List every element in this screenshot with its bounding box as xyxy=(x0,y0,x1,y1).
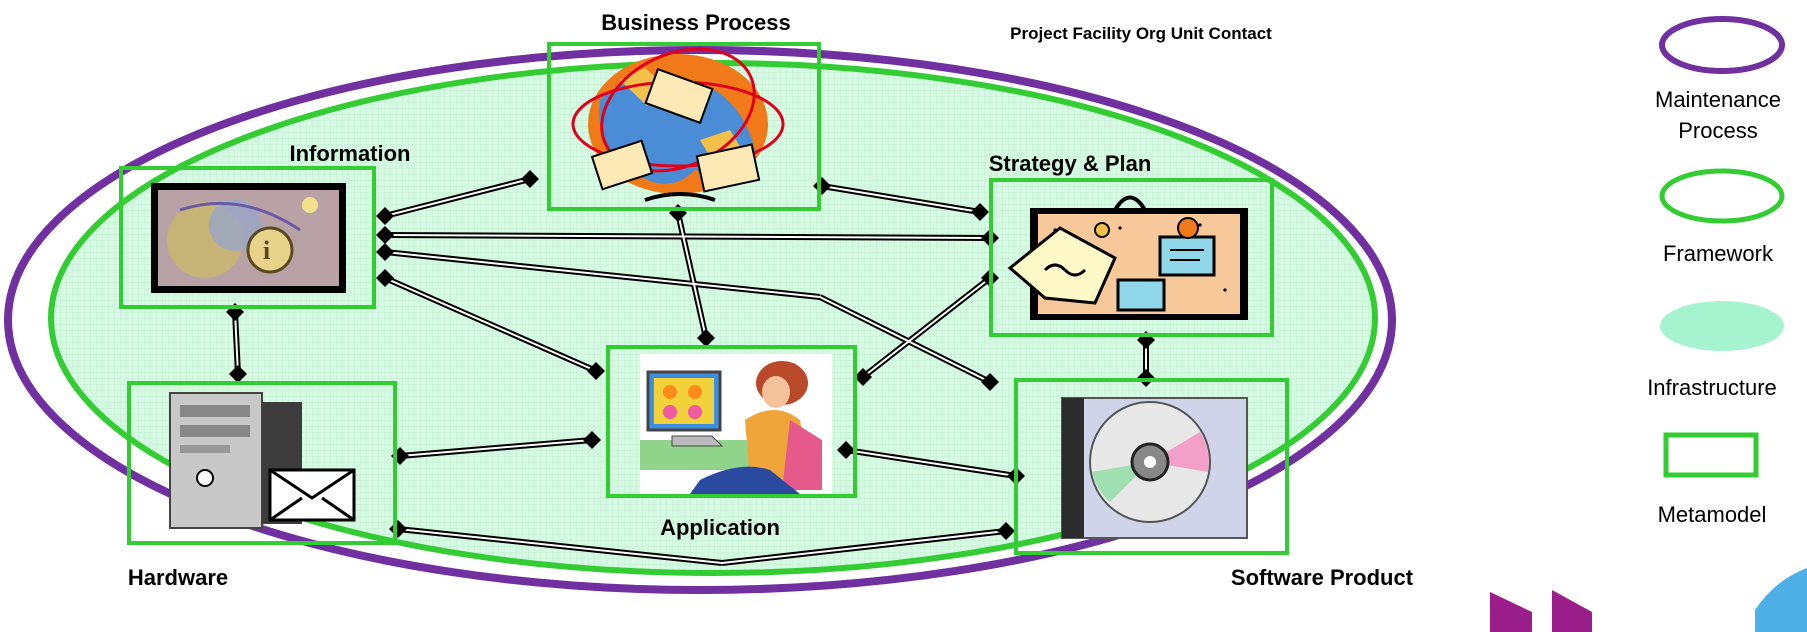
application-label: Application xyxy=(660,515,780,540)
business-process-label: Business Process xyxy=(601,10,791,35)
legend-metamodel-swatch xyxy=(1663,432,1759,478)
legend-metamodel-label: Metamodel xyxy=(1658,502,1767,527)
legend-maintenance-label-line2: Process xyxy=(1678,118,1757,143)
corner-decoration xyxy=(1490,568,1807,632)
globe-envelopes-icon xyxy=(571,47,785,202)
hardware-label: Hardware xyxy=(128,565,228,590)
computer-tower-icon xyxy=(169,392,356,529)
svg-text:i: i xyxy=(263,236,270,265)
legend-maintenance-process-swatch xyxy=(1659,16,1785,74)
legend-infrastructure-swatch xyxy=(1660,301,1784,351)
legend-framework-swatch xyxy=(1659,168,1785,224)
cd-case-icon xyxy=(1061,397,1248,539)
connectors xyxy=(232,176,1149,566)
person-at-computer-icon xyxy=(640,354,832,494)
metamodel-boxes xyxy=(119,42,1289,555)
information-label: Information xyxy=(290,141,411,166)
information-icon: i xyxy=(151,183,346,293)
header-note: Project Facility Org Unit Contact xyxy=(1010,24,1272,43)
legend-framework-label: Framework xyxy=(1663,241,1774,266)
software-product-label: Software Product xyxy=(1231,565,1414,590)
legend-infrastructure-label: Infrastructure xyxy=(1647,375,1777,400)
legend: Maintenance Process Framework Infrastruc… xyxy=(1647,16,1785,527)
strategy-plan-label: Strategy & Plan xyxy=(989,151,1152,176)
legend-maintenance-label-line1: Maintenance xyxy=(1655,87,1781,112)
corkboard-icon xyxy=(1007,195,1248,320)
